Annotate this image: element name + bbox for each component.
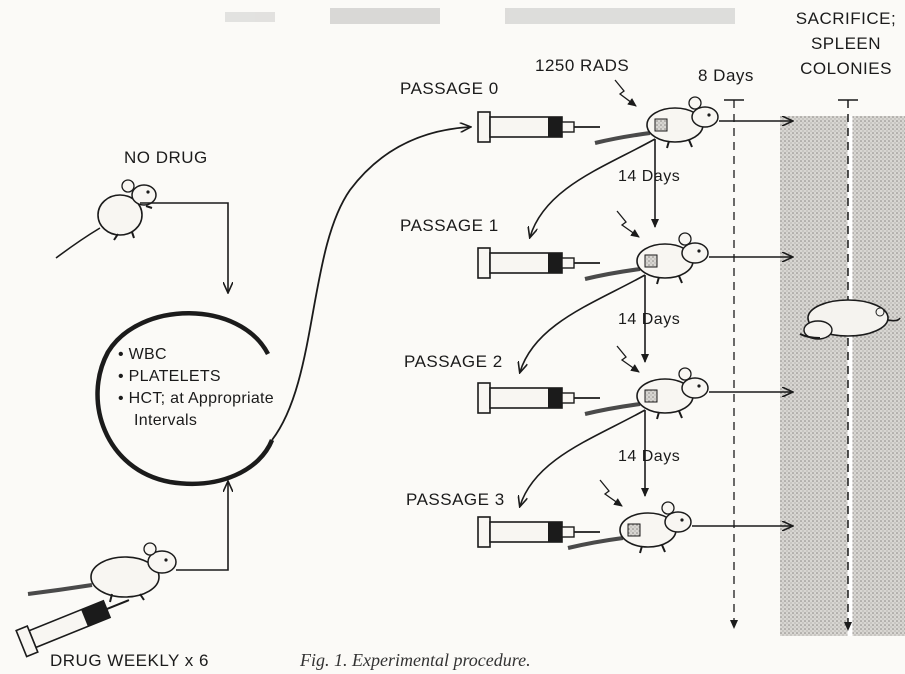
colony-panel: [780, 116, 905, 636]
radiation-zigzag-2: [617, 346, 639, 372]
drug-mouse-icon: [28, 543, 176, 602]
passage-row-1: [478, 211, 792, 372]
recipient-mouse-icon-3: [568, 502, 691, 553]
eight-days-label: 8 Days: [698, 66, 754, 86]
recipient-mouse-icon-0: [595, 97, 718, 148]
interval-label-3: 14 Days: [618, 448, 680, 466]
radiation-zigzag-3: [600, 480, 622, 506]
interval-label-2: 14 Days: [618, 311, 680, 329]
passage-3-label: PASSAGE 3: [406, 490, 505, 510]
passage-2-label: PASSAGE 2: [404, 352, 503, 372]
radiation-zigzag-0: [615, 80, 636, 106]
bullet-platelets: • PLATELETS: [118, 366, 274, 388]
blood-parameters-list: • WBC • PLATELETS • HCT; at Appropriate …: [118, 344, 274, 432]
syringe-icon-3: [478, 517, 600, 547]
print-smudge: [225, 8, 735, 24]
figure-caption: Fig. 1. Experimental procedure.: [300, 650, 531, 671]
bullet-wbc: • WBC: [118, 344, 274, 366]
rads-label: 1250 RADS: [535, 56, 629, 76]
no-drug-mouse-icon: [56, 180, 156, 258]
no-drug-arrow: [140, 203, 228, 292]
passage-0-label: PASSAGE 0: [400, 79, 499, 99]
sacrifice-label: SACRIFICE; SPLEEN COLONIES: [790, 6, 902, 81]
sacrifice-line-1: SACRIFICE;: [790, 6, 902, 31]
syringe-icon-2: [478, 383, 600, 413]
syringe-icon-1: [478, 248, 600, 278]
syringe-icon-0: [478, 112, 600, 142]
passage-row-3: [478, 480, 792, 553]
transfer-curve: [272, 127, 470, 440]
bullet-hct: • HCT; at Appropriate: [118, 388, 274, 410]
passage-row-0: [478, 97, 792, 237]
passage-1-label: PASSAGE 1: [400, 216, 499, 236]
drug-arrow: [176, 482, 228, 570]
recipient-mouse-icon-2: [585, 368, 708, 419]
no-drug-label: NO DRUG: [124, 148, 208, 168]
passage-row-2: [478, 346, 792, 506]
bullet-intervals: Intervals: [118, 410, 274, 432]
drug-syringe-icon: [16, 587, 134, 656]
recipient-mouse-icon-1: [585, 233, 708, 284]
drug-weekly-label: DRUG WEEKLY x 6: [50, 651, 209, 671]
interval-label-1: 14 Days: [618, 168, 680, 186]
sacrifice-line-3: COLONIES: [790, 56, 902, 81]
transfer-arrow-0: [530, 139, 655, 237]
radiation-zigzag-1: [617, 211, 639, 237]
sacrifice-line-2: SPLEEN: [790, 31, 902, 56]
